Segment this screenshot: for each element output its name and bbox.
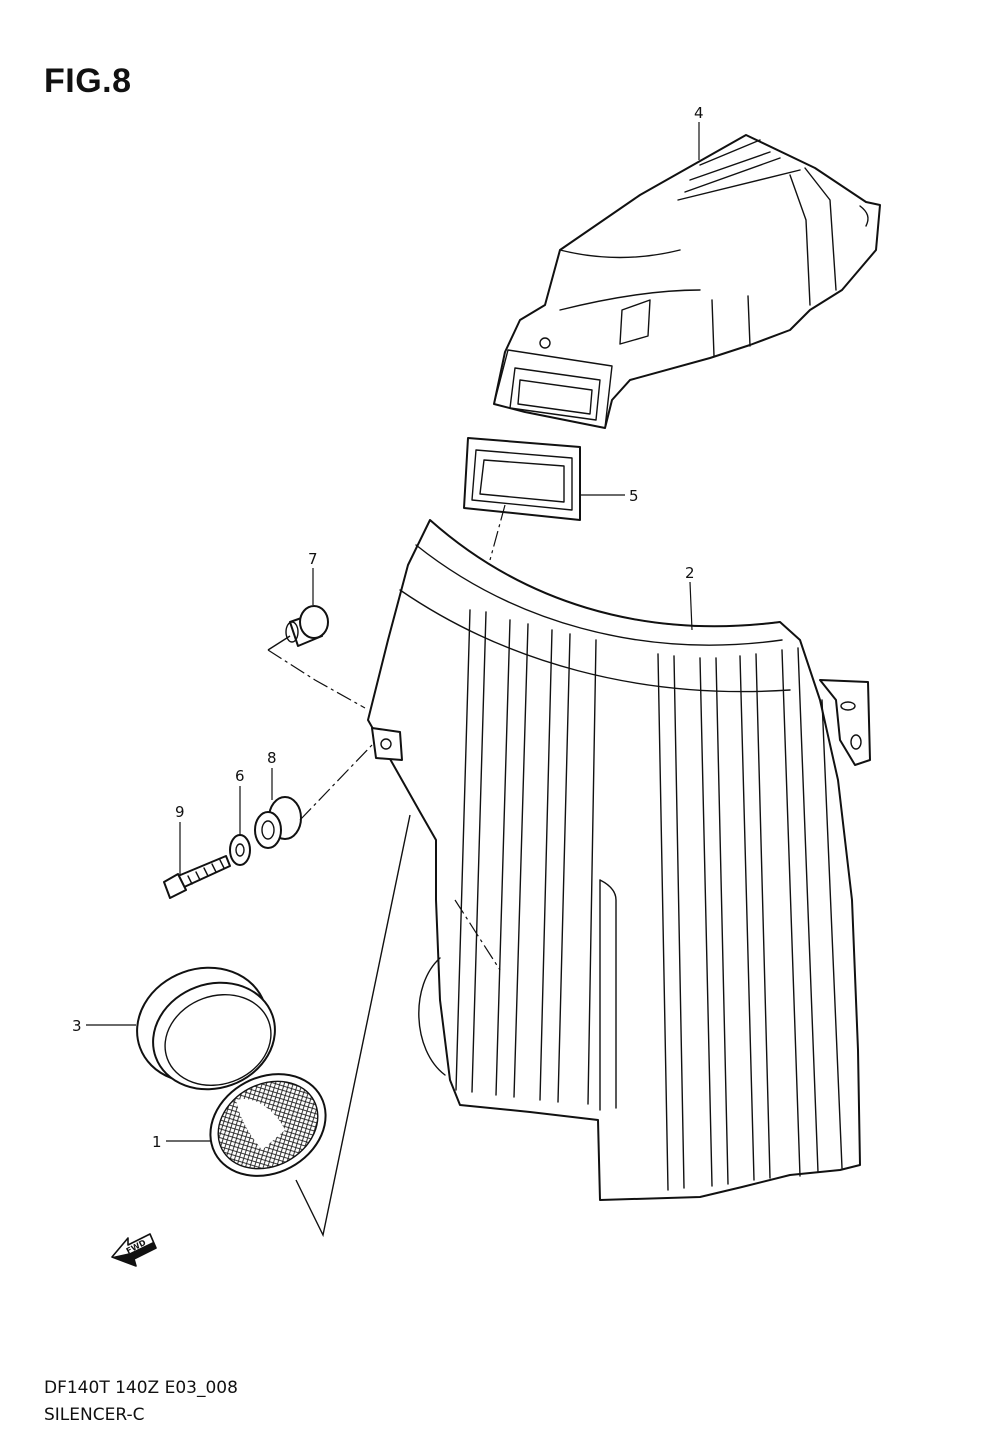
part-8-grommet [254, 796, 302, 849]
part-3-ring [136, 966, 276, 1091]
part-6-washer [229, 834, 251, 866]
diagram-code: DF140T 140Z E03_008 [44, 1378, 238, 1398]
part-9-bolt [163, 855, 231, 899]
figure-title: FIG.8 [44, 62, 132, 100]
part-2-silencer-case [367, 519, 871, 1201]
part-1-screen [209, 1073, 327, 1177]
callout-1: 1 [152, 1133, 162, 1151]
part-7-grommet [285, 605, 329, 647]
callout-7: 7 [308, 550, 318, 568]
part-4-duct [493, 134, 881, 429]
forward-arrow-icon: FWD [111, 1233, 157, 1267]
callout-2: 2 [685, 564, 695, 582]
diagram-part-name: SILENCER-C [44, 1405, 145, 1425]
callout-numbers: 4 5 2 7 8 6 9 3 1 [72, 104, 704, 1151]
callout-4: 4 [694, 104, 704, 122]
callout-3: 3 [72, 1017, 82, 1035]
part-5-seal [463, 437, 581, 521]
callout-8: 8 [267, 749, 277, 767]
callout-5: 5 [629, 487, 639, 505]
leader-lines [86, 122, 700, 1142]
callout-9: 9 [175, 803, 185, 821]
assembly-lines [267, 504, 506, 1238]
callout-6: 6 [235, 767, 245, 785]
